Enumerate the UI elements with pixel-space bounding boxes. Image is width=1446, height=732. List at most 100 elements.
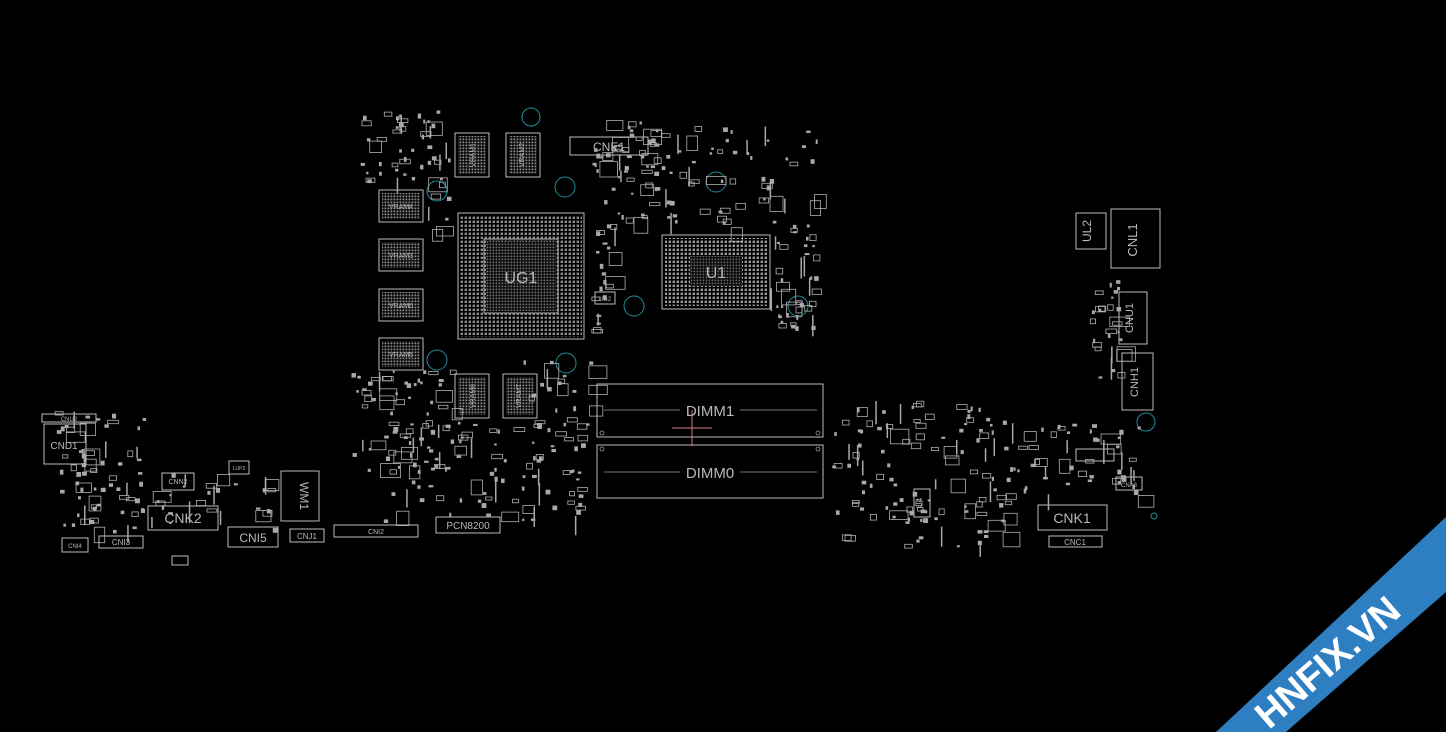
smd-part (78, 496, 81, 500)
smd-part (1011, 423, 1014, 444)
vram5[interactable]: VRAM5 (378, 337, 424, 371)
smd-part (852, 452, 860, 459)
smd-part (987, 519, 1006, 532)
smd-part (607, 246, 611, 250)
vram6[interactable]: VRAM6 (378, 288, 424, 322)
smd-part (804, 305, 813, 312)
connector-cnk2[interactable]: CNK2 (147, 505, 219, 531)
smd-part (1121, 452, 1123, 470)
smd-part (620, 170, 622, 183)
smd-part (75, 482, 92, 493)
connector-cna3[interactable]: CNA3 (1115, 476, 1143, 491)
smd-part (563, 422, 567, 427)
smd-part (950, 478, 966, 494)
smd-part (135, 498, 140, 504)
smd-part (64, 425, 69, 428)
connector-cnj1[interactable]: CNJ1 (289, 528, 325, 543)
smd-part (442, 425, 450, 432)
smd-part (351, 373, 356, 378)
smd-part (596, 153, 601, 159)
smd-part (503, 459, 507, 463)
smd-part (812, 315, 814, 337)
connector-pcn8200[interactable]: PCN8200 (435, 516, 501, 534)
smd-part (978, 407, 981, 412)
dimm0-slot[interactable]: DIMM0 (596, 444, 824, 499)
smd-part (1130, 467, 1132, 485)
smd-part (1117, 330, 1120, 334)
vram1[interactable]: VRAM1 (454, 132, 490, 178)
smd-part (522, 475, 526, 478)
ic-ul2[interactable]: UL2 (1075, 212, 1107, 250)
smd-part (1117, 287, 1121, 291)
smd-part (1023, 488, 1027, 494)
cpu-u1[interactable]: U1 (661, 234, 771, 310)
smd-part (434, 457, 439, 461)
smd-part (918, 536, 924, 540)
small-part[interactable] (171, 555, 189, 566)
smd-part (540, 382, 544, 387)
connector-cni2[interactable]: CNI2 (333, 524, 419, 538)
vram8[interactable]: VRAM8 (454, 373, 490, 419)
header-array[interactable] (1075, 448, 1115, 462)
smd-part (1066, 431, 1071, 434)
smd-part (778, 322, 787, 329)
smd-part (572, 390, 577, 393)
connector-cnl1[interactable]: CNL1 (1110, 208, 1161, 269)
smd-part (395, 392, 398, 395)
vram3[interactable]: VRAM3 (378, 238, 424, 272)
smd-part (428, 177, 448, 193)
smd-part (624, 166, 629, 171)
smd-part (970, 406, 973, 412)
smd-part (604, 200, 608, 205)
smd-part (446, 196, 452, 201)
smd-part (780, 278, 784, 283)
smd-part (155, 500, 166, 507)
vram5-label: VRAM5 (389, 352, 413, 359)
smd-part (907, 517, 910, 522)
smd-part (792, 224, 797, 229)
smd-part (889, 477, 894, 482)
smd-part (746, 152, 750, 155)
smd-part (588, 365, 608, 379)
smd-part (986, 417, 991, 422)
vram2[interactable]: VRAM2 (505, 132, 541, 178)
smd-part (912, 491, 918, 497)
connector-cnu2[interactable]: CNU2 (41, 413, 97, 423)
smd-part (629, 129, 634, 133)
smd-part (967, 409, 971, 413)
smd-part (470, 438, 473, 459)
connector-cnn2[interactable]: CNN2 (161, 472, 195, 491)
smd-part (397, 118, 409, 124)
smd-part (885, 423, 894, 429)
smd-part (539, 456, 543, 462)
connector-cni3[interactable]: CNI3 (98, 535, 144, 549)
gpu-ug1[interactable]: UG1 (457, 212, 585, 340)
ug2[interactable]: UG2 (594, 291, 616, 305)
connector-cnu1[interactable]: CNU1 (1118, 291, 1148, 345)
connector-cni4[interactable]: CNI4 (61, 537, 89, 553)
connector-cnd1[interactable]: CND1 (43, 423, 87, 465)
smd-part (436, 495, 445, 502)
connector-cni5[interactable]: CNI5 (227, 526, 279, 548)
smd-part (1095, 306, 1107, 313)
smd-part (1035, 458, 1048, 467)
smd-part (536, 459, 541, 463)
connector-cnk1[interactable]: CNK1 (1037, 504, 1108, 531)
smd-part (618, 176, 621, 179)
vram4[interactable]: VRAM4 (378, 189, 424, 223)
smd-part (920, 518, 923, 522)
connector-cnh1[interactable]: CNH1 (1121, 352, 1154, 411)
smd-part (405, 428, 414, 434)
smd-part (956, 404, 968, 410)
smd-part (266, 509, 271, 514)
smd-part (445, 217, 449, 221)
module-wm1[interactable]: WM1 (280, 470, 320, 522)
lup2[interactable]: LUP2 (228, 460, 250, 475)
smd-part (81, 463, 87, 468)
ic-u4[interactable]: U4 (913, 488, 931, 518)
smd-part (395, 168, 399, 172)
dimm1-slot[interactable]: DIMM1 (596, 383, 824, 438)
smd-part (131, 511, 139, 517)
connector-cnc1[interactable]: CNC1 (1048, 535, 1103, 548)
smd-part (107, 419, 119, 425)
